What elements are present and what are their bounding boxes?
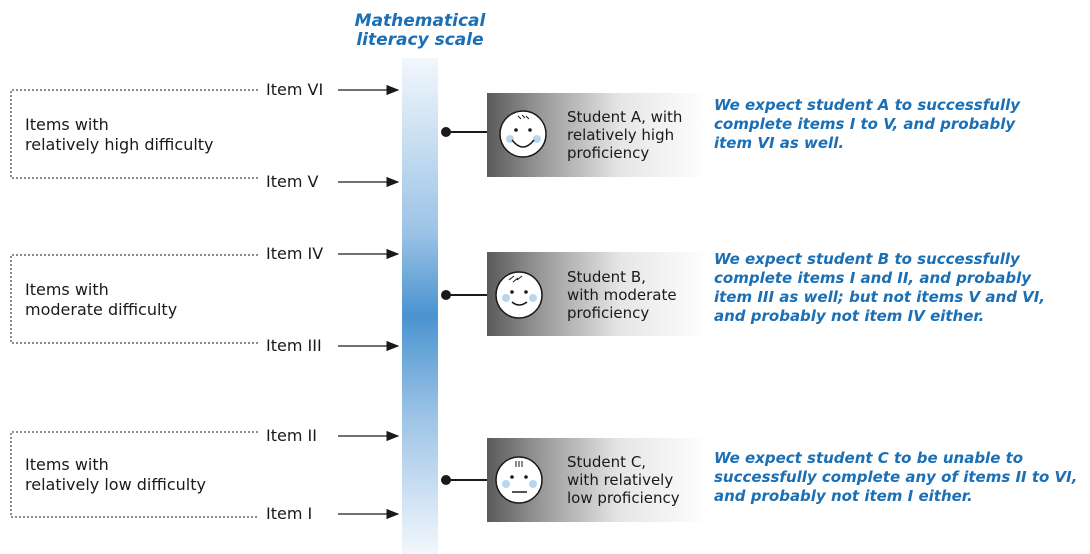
item-iv-label: Item IV xyxy=(266,244,324,263)
group-low-difficulty: Items with relatively low difficulty xyxy=(25,455,206,495)
student-c-line1: Student C, xyxy=(567,453,647,471)
group-moderate-line2: moderate difficulty xyxy=(25,300,178,319)
group-moderate-line1: Items with xyxy=(25,280,109,299)
student-a-line1: Student A, with xyxy=(567,108,683,126)
student-b-expectation: We expect student B to successfully comp… xyxy=(714,250,1045,326)
student-b-line2: with moderate xyxy=(567,286,677,304)
expect-c-line1: We expect student C to be unable to xyxy=(714,449,1024,467)
expect-b-line3: item III as well; but not items V and VI… xyxy=(714,288,1046,306)
student-c-description: Student C, with relatively low proficien… xyxy=(567,453,680,507)
scale-title-line2: literacy scale xyxy=(356,30,484,50)
student-a-line3: proficiency xyxy=(567,144,650,162)
expect-b-line2: complete items I and II, and probably xyxy=(714,269,1032,287)
student-b-line1: Student B, xyxy=(567,268,646,286)
face-neutral-icon xyxy=(495,456,543,504)
group-high-line2: relatively high difficulty xyxy=(25,135,214,154)
student-a-line2: relatively high xyxy=(567,126,675,144)
group-low-line2: relatively low difficulty xyxy=(25,475,206,494)
face-happy-icon xyxy=(499,110,547,158)
group-high-line1: Items with xyxy=(25,115,109,134)
group-low-line1: Items with xyxy=(25,455,109,474)
item-ii-label: Item II xyxy=(266,426,317,445)
expect-b-line4: and probably not item IV either. xyxy=(714,307,985,325)
item-iii-label: Item III xyxy=(266,336,322,355)
item-i-label: Item I xyxy=(266,504,313,523)
student-c-expectation: We expect student C to be unable to succ… xyxy=(714,449,1077,506)
expect-b-line1: We expect student B to successfully xyxy=(714,250,1020,268)
literacy-scale-bar xyxy=(402,58,438,554)
student-c-line3: low proficiency xyxy=(567,489,680,507)
expect-c-line3: and probably not item I either. xyxy=(714,487,973,505)
scale-title: Mathematical literacy scale xyxy=(330,12,510,50)
expect-a-line3: item VI as well. xyxy=(714,134,845,152)
student-b-line3: proficiency xyxy=(567,304,650,322)
item-v-label: Item V xyxy=(266,172,319,191)
student-c-line2: with relatively xyxy=(567,471,674,489)
student-a-description: Student A, with relatively high proficie… xyxy=(567,108,682,162)
expect-c-line2: successfully complete any of items II to… xyxy=(714,468,1078,486)
student-b-description: Student B, with moderate proficiency xyxy=(567,268,677,322)
expect-a-line1: We expect student A to successfully xyxy=(714,96,1020,114)
item-vi-label: Item VI xyxy=(266,80,324,99)
group-moderate-difficulty: Items with moderate difficulty xyxy=(25,280,177,320)
face-content-icon xyxy=(495,271,543,319)
scale-title-line1: Mathematical xyxy=(354,11,486,31)
student-a-expectation: We expect student A to successfully comp… xyxy=(714,96,1020,153)
bracket-low xyxy=(10,431,258,518)
expect-a-line2: complete items I to V, and probably xyxy=(714,115,1016,133)
group-high-difficulty: Items with relatively high difficulty xyxy=(25,115,214,155)
